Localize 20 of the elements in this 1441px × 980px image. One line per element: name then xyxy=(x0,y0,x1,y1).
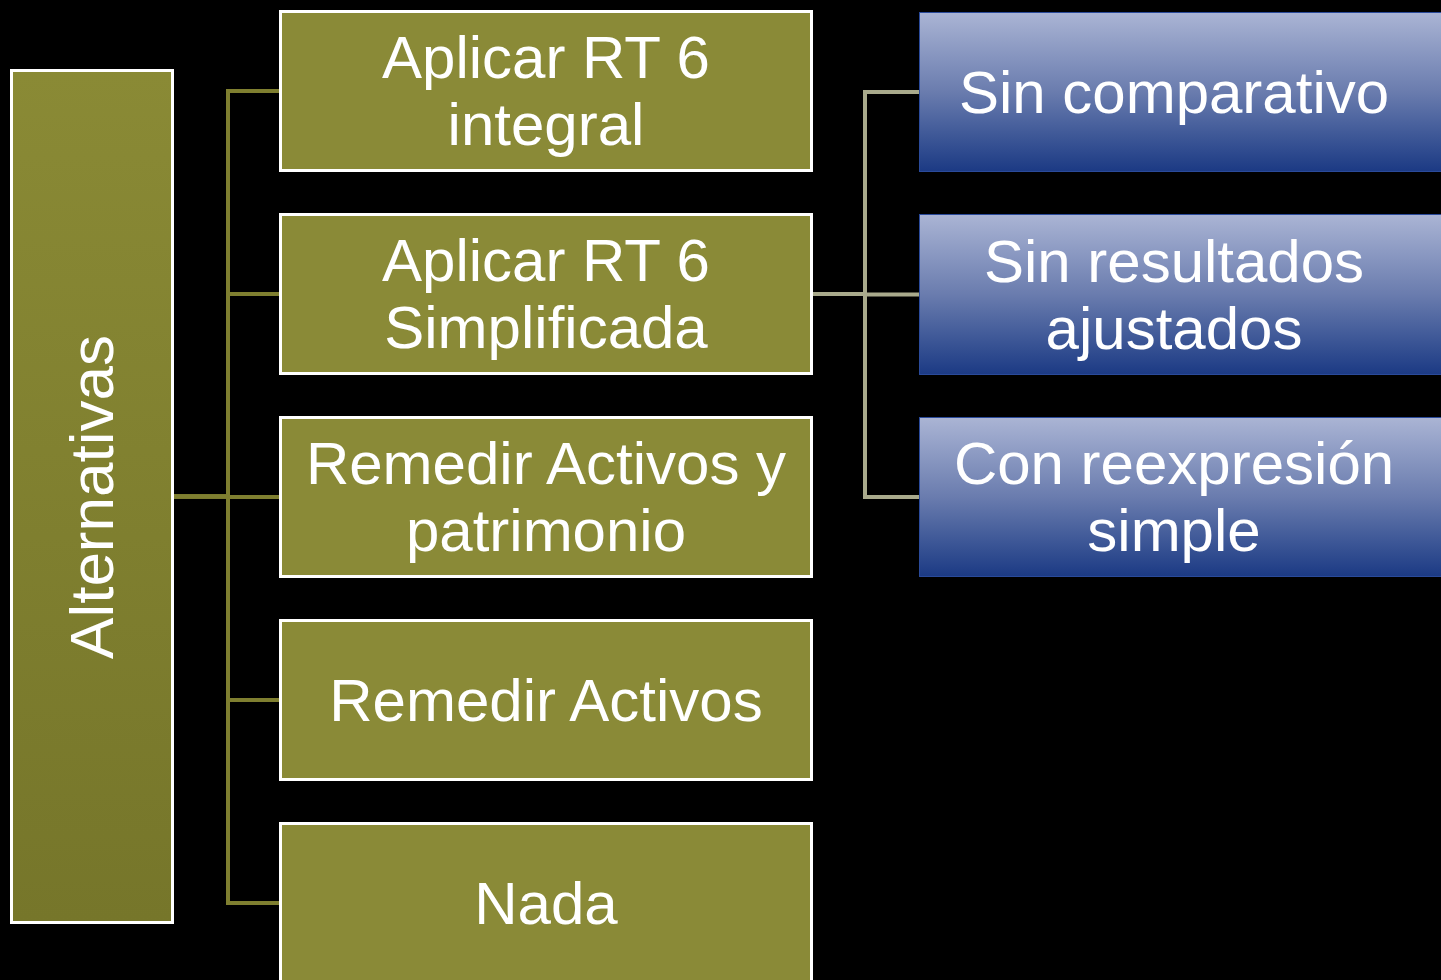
option-box xyxy=(919,214,1441,375)
option-box xyxy=(919,417,1441,577)
option-box xyxy=(279,822,813,980)
option-box xyxy=(279,213,813,375)
box-label: Alternativas xyxy=(57,334,127,659)
box-label: Con reexpresión simple xyxy=(952,430,1396,564)
box-label: Remedir Activos y patrimonio xyxy=(304,430,788,564)
box-label: Nada xyxy=(473,869,619,937)
box-label: Aplicar RT 6 integral xyxy=(381,24,711,158)
connector-line xyxy=(813,292,919,499)
connector-line xyxy=(174,494,279,905)
category-box xyxy=(10,69,174,924)
box-label: Sin comparativo xyxy=(957,58,1391,126)
box-label: Aplicar RT 6 Simplificada xyxy=(381,227,711,361)
option-box xyxy=(279,416,813,578)
option-box xyxy=(279,10,813,172)
option-box xyxy=(279,619,813,781)
box-label: Remedir Activos xyxy=(328,666,764,734)
box-label: Sin resultados ajustados xyxy=(982,227,1366,362)
option-box xyxy=(919,12,1441,172)
